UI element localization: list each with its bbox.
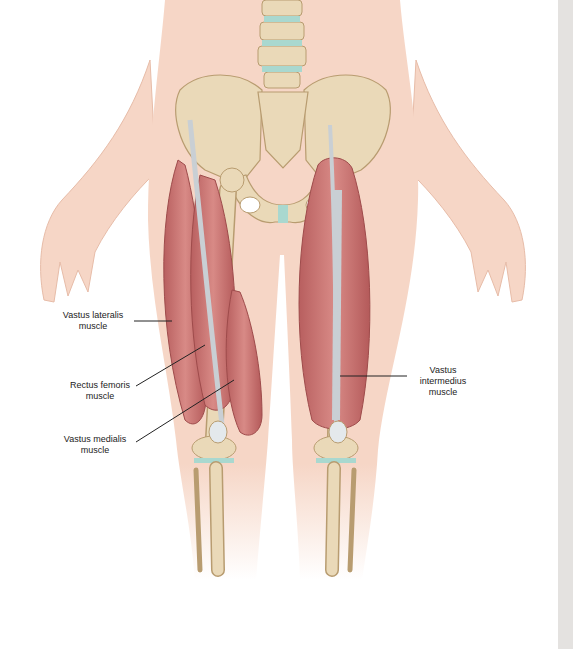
discs (262, 16, 302, 72)
edge-strip (558, 0, 573, 649)
fibula (196, 470, 354, 570)
symphysis (278, 205, 288, 223)
patella (209, 421, 227, 443)
patella (329, 421, 347, 443)
spine (258, 0, 306, 88)
shin-bones (216, 468, 334, 570)
leader-lines (134, 321, 407, 442)
tendon (190, 120, 222, 425)
muscle-label: Rectus femoris muscle (66, 380, 134, 402)
muscle-label: Vastus medialis muscle (56, 434, 134, 456)
tendon (330, 125, 336, 430)
obturator (240, 197, 260, 213)
body-silhouette (148, 0, 418, 580)
right-arm (410, 60, 525, 302)
femur-head (220, 168, 244, 192)
muscle-label: Vastus intermedius muscle (410, 365, 476, 398)
muscle-label: Vastus lateralis muscle (54, 310, 132, 332)
left-arm (41, 60, 156, 302)
